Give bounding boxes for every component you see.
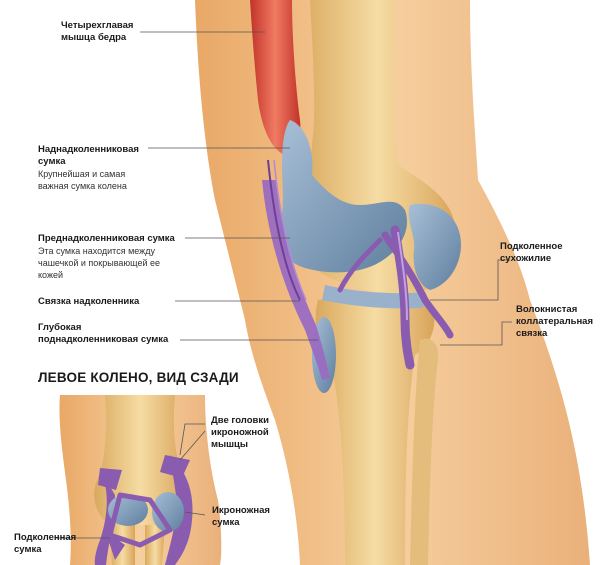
- inset-posterior-view: [59, 395, 221, 565]
- label-patellar-ligament: Связка надколенника: [38, 296, 139, 308]
- label-prepatellar-bursa: Преднадколенниковая сумка Эта сумка нахо…: [38, 233, 175, 281]
- label-fibular-collateral-ligament: Волокнистая коллатеральная связка: [516, 304, 593, 340]
- label-deep-infrapatellar-bursa: Глубокая поднадколенниковая сумка: [38, 322, 168, 346]
- label-suprapatellar-bursa: Наднадколенниковая сумка Крупнейшая и са…: [38, 144, 139, 192]
- label-gastrocnemius-bursa: Икроножная сумка: [212, 505, 270, 529]
- label-popliteal-bursa: Подколенная сумка: [14, 532, 76, 556]
- label-gastrocnemius-heads: Две головки икроножной мышцы: [211, 415, 269, 451]
- inset-title: ЛЕВОЕ КОЛЕНО, ВИД СЗАДИ: [38, 370, 239, 385]
- label-popliteal-tendon: Подколенное сухожилие: [500, 241, 563, 265]
- label-quadriceps: Четырехглавая мышца бедра: [61, 20, 133, 44]
